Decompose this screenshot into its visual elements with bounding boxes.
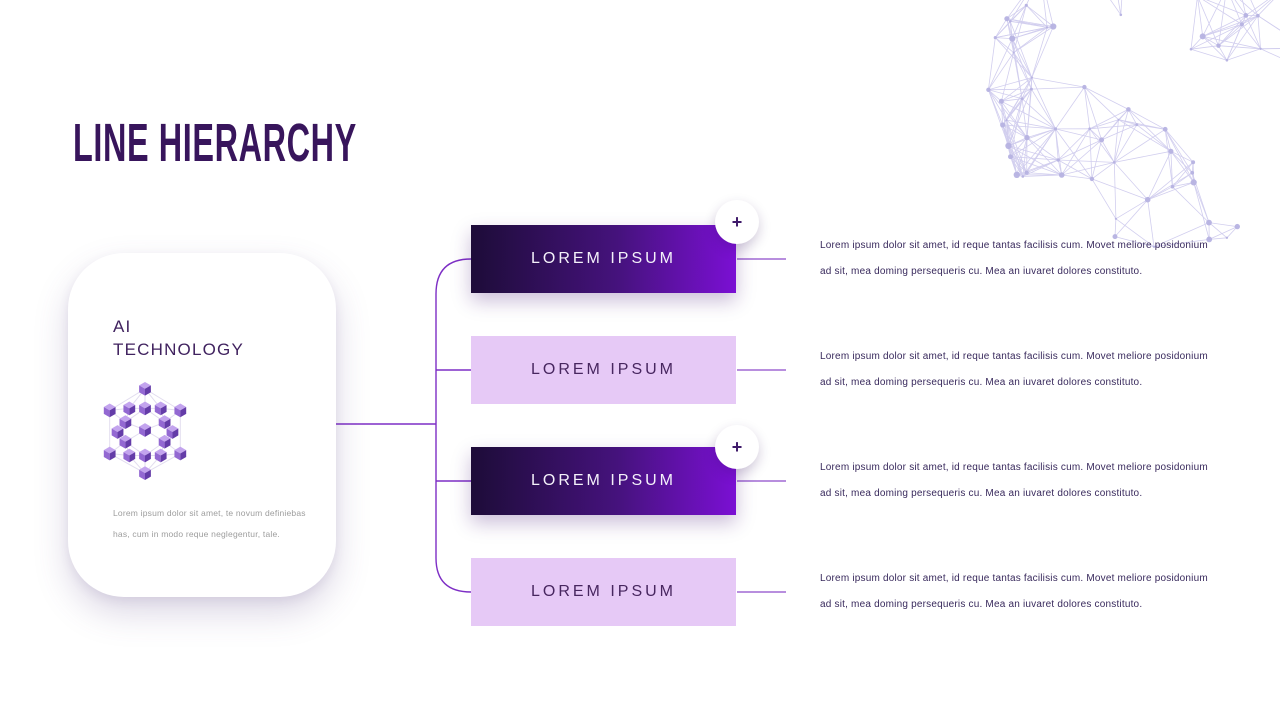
plus-icon: + bbox=[731, 211, 743, 232]
card-title: AI TECHNOLOGY bbox=[113, 315, 244, 361]
hierarchy-node-1-label: LOREM IPSUM bbox=[530, 250, 676, 267]
node-3-description: Lorem ipsum dolor sit amet, id reque tan… bbox=[820, 462, 1208, 499]
card-description: Lorem ipsum dolor sit amet, te novum def… bbox=[113, 508, 306, 539]
hierarchy-node-3-label: LOREM IPSUM bbox=[530, 472, 676, 489]
node-2-description: Lorem ipsum dolor sit amet, id reque tan… bbox=[820, 351, 1208, 388]
hierarchy-node-2-label: LOREM IPSUM bbox=[530, 361, 676, 378]
ai-network-cubes-icon bbox=[103, 381, 187, 481]
ai-technology-card: AI TECHNOLOGY Lorem ipsum dolor sit amet… bbox=[68, 253, 336, 597]
hierarchy-node-4[interactable]: LOREM IPSUM bbox=[471, 558, 736, 626]
hierarchy-node-2[interactable]: LOREM IPSUM bbox=[471, 336, 736, 404]
page-title: LINE HIERARCHY bbox=[73, 113, 357, 173]
hierarchy-node-4-label: LOREM IPSUM bbox=[530, 583, 676, 600]
plus-button-node-3[interactable]: + bbox=[715, 425, 759, 469]
hierarchy-node-3[interactable]: LOREM IPSUM bbox=[471, 447, 736, 515]
hierarchy-node-1[interactable]: LOREM IPSUM bbox=[471, 225, 736, 293]
card-title-line2: TECHNOLOGY bbox=[113, 340, 245, 359]
node-1-description: Lorem ipsum dolor sit amet, id reque tan… bbox=[820, 240, 1208, 277]
plus-button-node-1[interactable]: + bbox=[715, 200, 759, 244]
network-sphere-decoration bbox=[986, 0, 1280, 248]
card-title-line1: AI bbox=[113, 317, 132, 336]
node-4-description: Lorem ipsum dolor sit amet, id reque tan… bbox=[820, 573, 1208, 610]
plus-icon: + bbox=[731, 436, 743, 457]
